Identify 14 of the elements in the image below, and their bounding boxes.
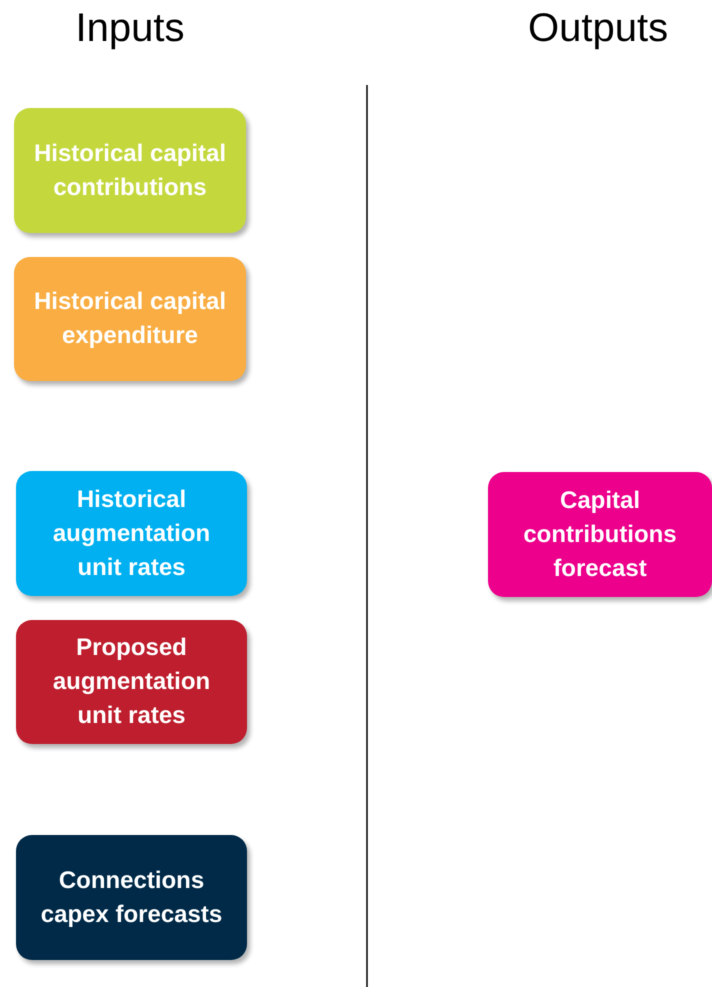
column-heading: Outputs [528,6,668,51]
box-label: Historical augmentation unit rates [52,484,212,582]
box-label: Historical capital contributions [32,138,228,202]
box-label: Capital contributions forecast [522,486,678,584]
process-box [16,620,247,744]
box-label: Connections capex forecasts [40,866,224,930]
box-label: Historical capital expenditure [32,287,228,351]
process-box [488,472,712,597]
box-label: Proposed augmentation unit rates [52,633,212,731]
process-box [14,108,246,233]
process-box [16,835,247,960]
process-box [16,471,247,596]
process-box [14,257,246,381]
column-heading: Inputs [76,6,184,51]
